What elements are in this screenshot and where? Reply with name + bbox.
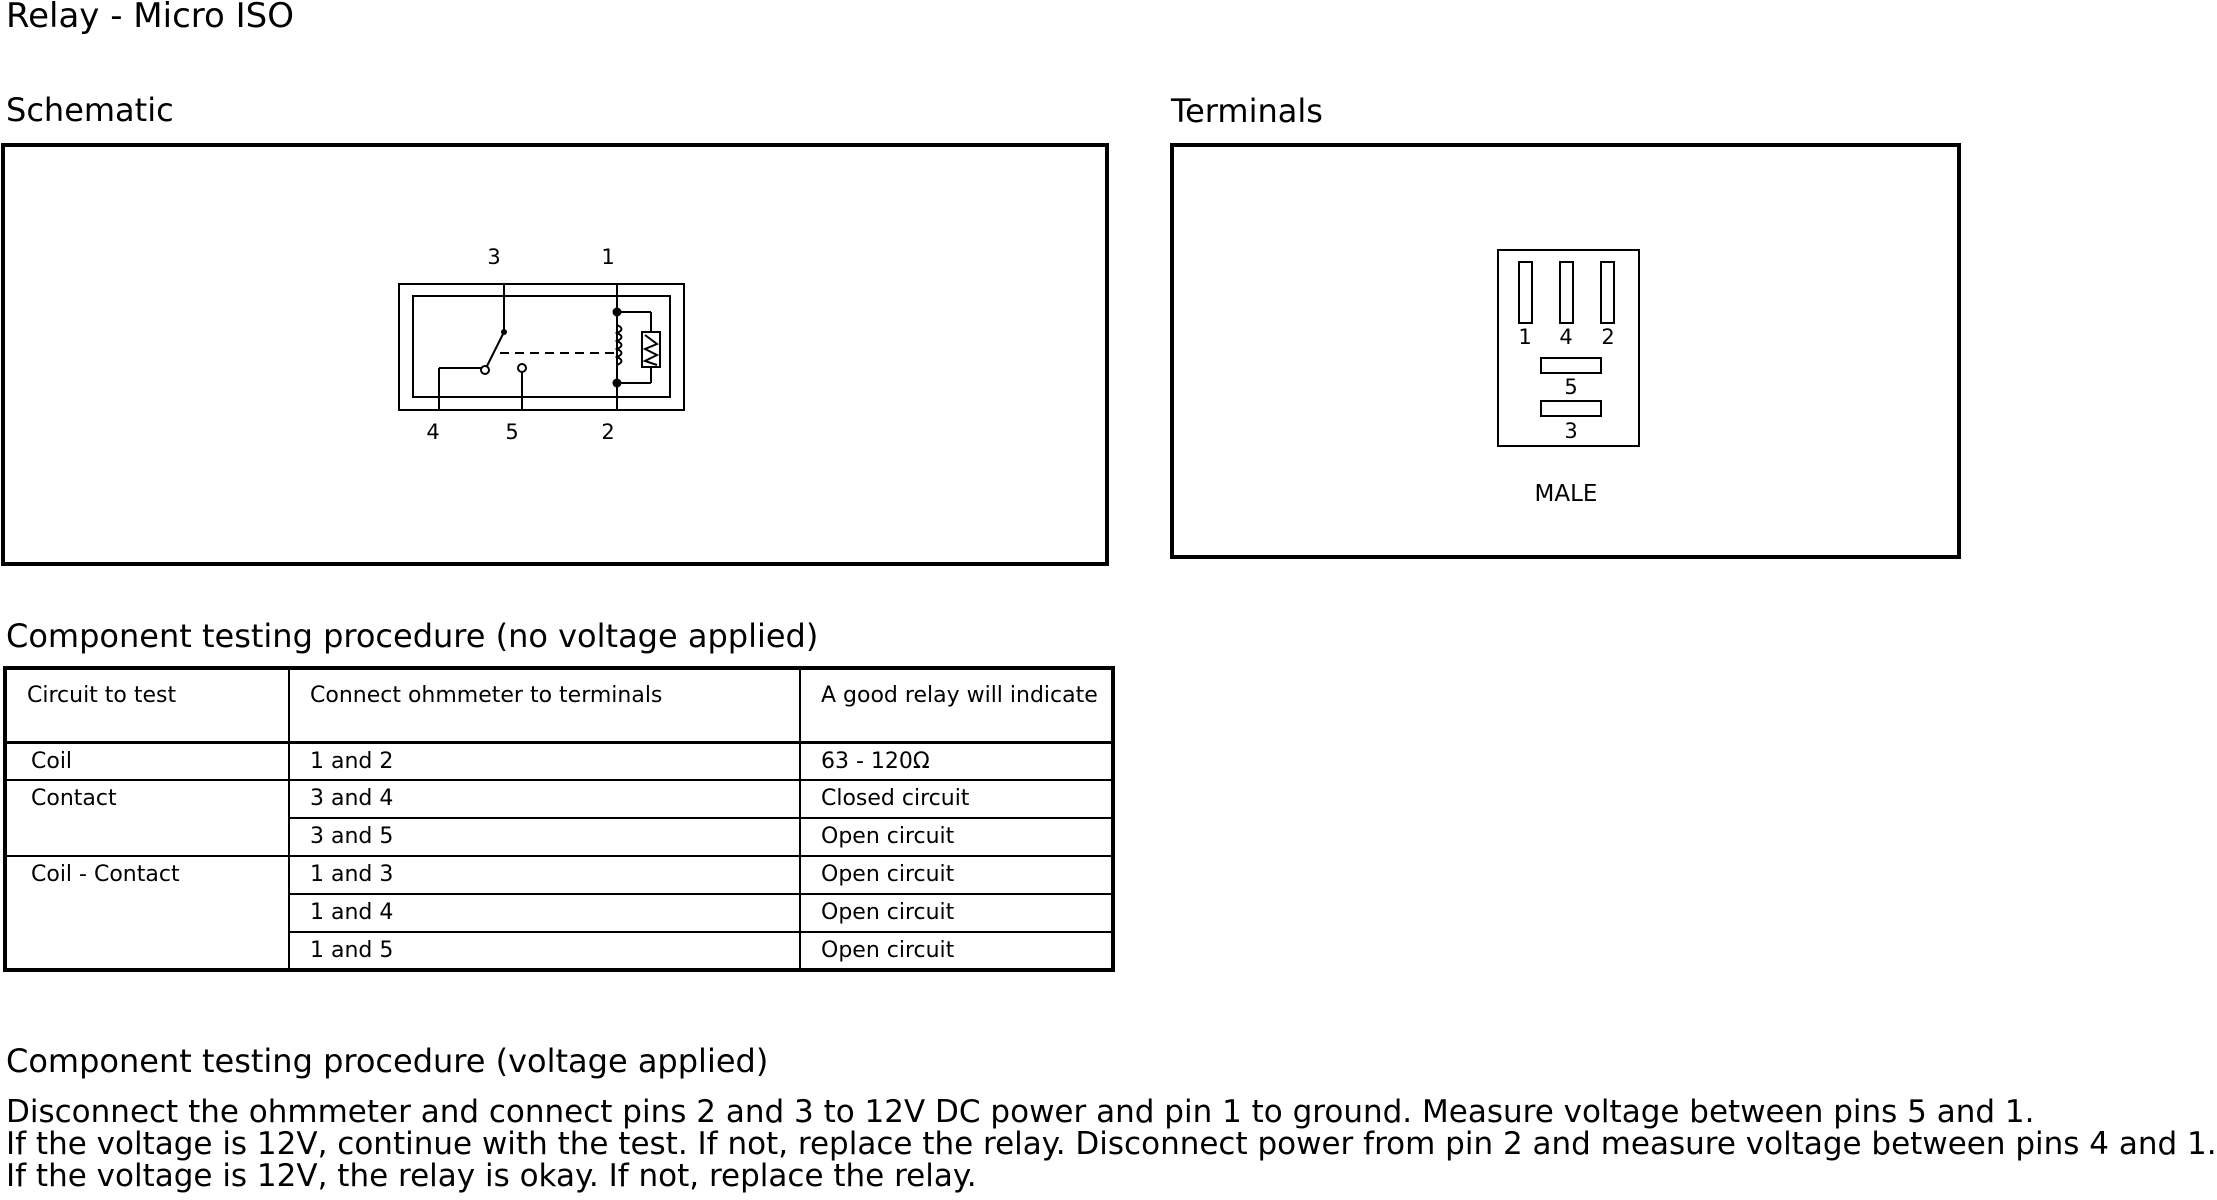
row-terminals: 1 and 5 <box>288 931 801 970</box>
row-circuit: Coil - Contact <box>4 855 290 894</box>
schematic-pin-label-2: 2 <box>601 420 614 444</box>
coil-winding <box>614 324 623 366</box>
procedure-line: If the voltage is 12V, the relay is okay… <box>6 1158 977 1194</box>
table-row: 3 and 5 Open circuit <box>4 817 1114 856</box>
schematic-heading: Schematic <box>6 91 174 129</box>
terminals-heading: Terminals <box>1171 92 1323 130</box>
row-indication: Open circuit <box>799 893 1114 932</box>
row-terminals: 1 and 2 <box>288 741 801 780</box>
row-indication: Open circuit <box>799 817 1114 856</box>
terminals-diagram: 1 4 2 5 3 MALE <box>1497 249 1640 507</box>
terminal-label-4: 4 <box>1559 325 1572 349</box>
row-terminals: 3 and 4 <box>288 779 801 818</box>
junction-dot-top <box>612 307 622 317</box>
schematic-pin-label-5: 5 <box>505 420 518 444</box>
procedure-line: If the voltage is 12V, continue with the… <box>6 1126 2217 1162</box>
header-circuit: Circuit to test <box>4 668 290 744</box>
table-row: Coil - Contact 1 and 3 Open circuit <box>4 855 1114 894</box>
resistor-zigzag <box>642 334 660 366</box>
resistor-body <box>641 331 661 368</box>
table-row: Coil 1 and 2 63 - 120Ω <box>4 741 1114 780</box>
voltage-procedure-text: Disconnect the ohmmeter and connect pins… <box>6 1096 2217 1192</box>
voltage-heading: Component testing procedure (voltage app… <box>6 1042 769 1080</box>
row-circuit <box>4 932 290 970</box>
schematic-pin-label-3: 3 <box>487 245 500 269</box>
switch-arm <box>484 331 505 371</box>
table-row: 1 and 5 Open circuit <box>4 931 1114 970</box>
terminal-blade-5 <box>1540 357 1602 374</box>
row-circuit: Coil <box>4 741 290 780</box>
switch-pivot-dot <box>501 329 507 335</box>
row-indication: 63 - 120Ω <box>799 741 1114 780</box>
row-circuit <box>4 818 290 856</box>
relay-outer-box <box>398 283 685 411</box>
schematic-frame: 3 1 4 5 2 <box>1 143 1109 566</box>
connector-housing <box>1497 249 1640 447</box>
junction-dot-bottom <box>612 378 622 388</box>
connector-type-label: MALE <box>1535 481 1598 507</box>
no-voltage-heading: Component testing procedure (no voltage … <box>6 617 819 655</box>
terminal-blade-4 <box>1559 261 1574 324</box>
row-terminals: 1 and 3 <box>288 855 801 894</box>
table-row: Contact 3 and 4 Closed circuit <box>4 779 1114 818</box>
header-terminals: Connect ohmmeter to terminals <box>288 668 801 744</box>
row-terminals: 3 and 5 <box>288 817 801 856</box>
header-indication: A good relay will indicate <box>799 668 1114 744</box>
schematic-pin-label-4: 4 <box>426 420 439 444</box>
contact-5-terminal <box>517 363 527 373</box>
row-indication: Closed circuit <box>799 779 1114 818</box>
terminal-label-3: 3 <box>1564 419 1577 443</box>
relay-schematic-diagram: 3 1 4 5 2 <box>398 245 685 444</box>
procedure-line: Disconnect the ohmmeter and connect pins… <box>6 1094 2035 1130</box>
relay-inner-box <box>412 295 671 398</box>
terminal-blade-1 <box>1518 261 1533 324</box>
row-indication: Open circuit <box>799 855 1114 894</box>
terminal-blade-2 <box>1600 261 1615 324</box>
terminals-frame: 1 4 2 5 3 MALE <box>1170 143 1961 559</box>
page-title: Relay - Micro ISO <box>6 0 294 36</box>
row-indication: Open circuit <box>799 931 1114 970</box>
contact-4-terminal <box>480 365 490 375</box>
terminal-label-2: 2 <box>1601 325 1614 349</box>
row-circuit <box>4 894 290 932</box>
terminal-label-1: 1 <box>1518 325 1531 349</box>
terminal-label-5: 5 <box>1564 375 1577 399</box>
row-terminals: 1 and 4 <box>288 893 801 932</box>
schematic-pin-label-1: 1 <box>601 245 614 269</box>
terminal-blade-3 <box>1540 400 1602 417</box>
table-row: 1 and 4 Open circuit <box>4 893 1114 932</box>
row-circuit: Contact <box>4 779 290 818</box>
table-header-row: Circuit to test Connect ohmmeter to term… <box>4 668 1114 744</box>
no-voltage-test-table: Circuit to test Connect ohmmeter to term… <box>3 666 1115 972</box>
